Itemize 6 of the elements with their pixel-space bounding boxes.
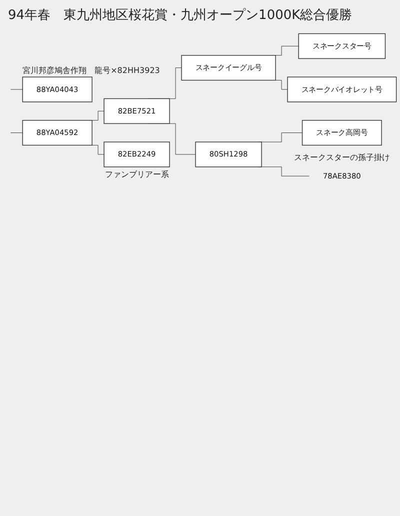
- note-text: ファンブリアー系: [104, 168, 169, 180]
- note-text: 宮川邦彦鳩舎作翔 龍号×82HH3923: [22, 65, 160, 76]
- connector: [10, 132, 23, 133]
- title: 94年春 東九州地区桜花賞・九州オープン1000K総合優勝: [7, 7, 354, 25]
- connector: [10, 89, 23, 90]
- note-text: スネークスターの孫子掛け: [294, 152, 390, 163]
